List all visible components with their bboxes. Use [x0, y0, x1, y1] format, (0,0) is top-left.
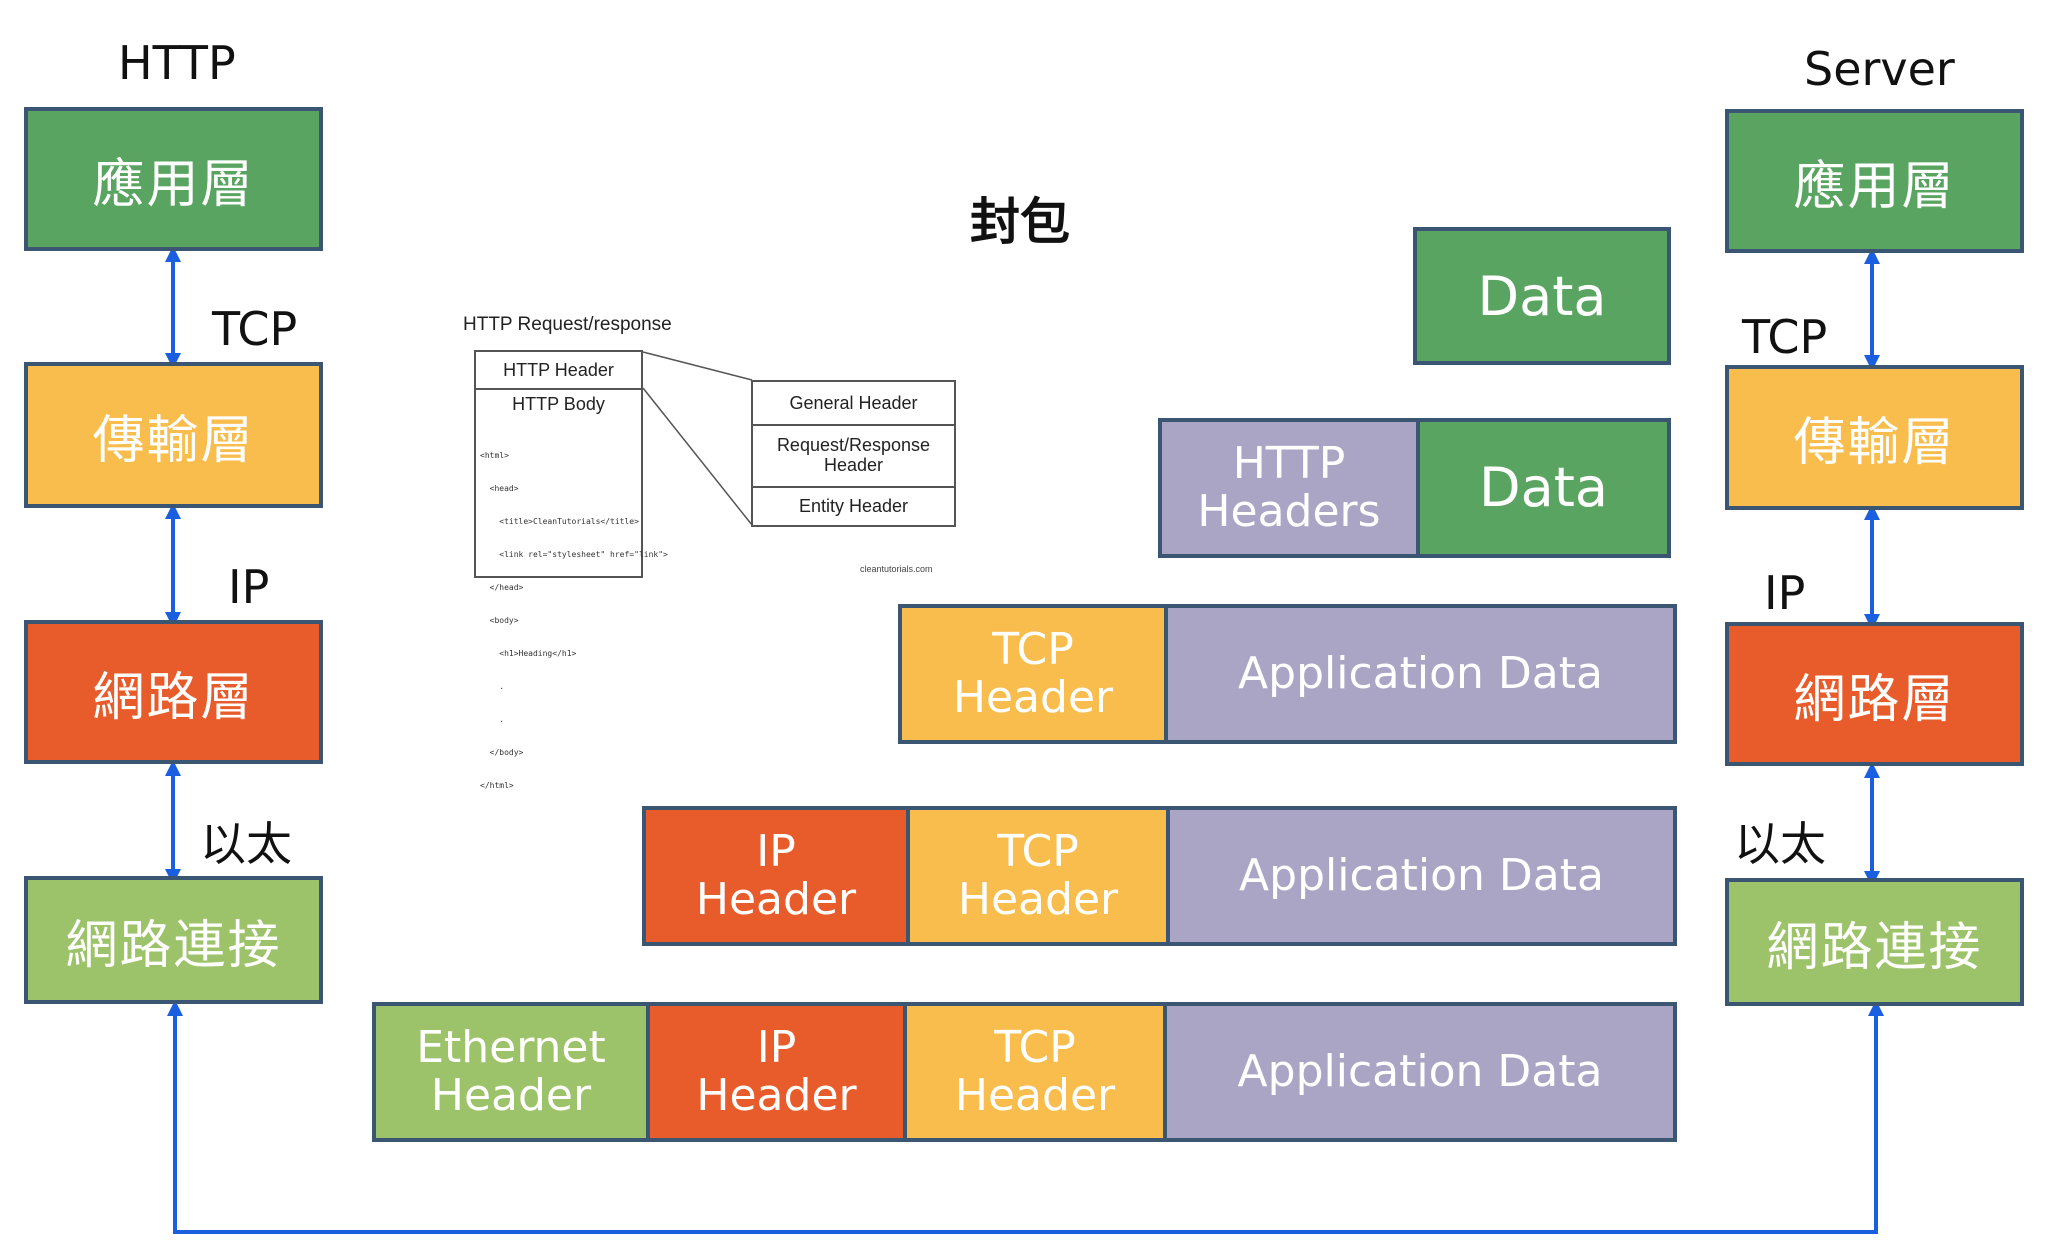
left-application-layer: 應用層: [24, 107, 323, 251]
right-link-layer: 網路連接: [1725, 878, 2024, 1006]
code-line: </head>: [480, 583, 524, 592]
http-header-cell: HTTP Header: [476, 352, 641, 390]
http-message-box: HTTP Header HTTP Body <html> <head> <tit…: [474, 350, 668, 790]
http-packet-row: HTTP Headers Data: [1158, 418, 1671, 558]
general-header-cell: General Header: [753, 382, 954, 426]
left-ethernet-label: 以太: [200, 817, 292, 871]
code-line: <link rel="stylesheet" href="link">: [480, 550, 668, 559]
tcp-header-segment: TCP Header: [906, 810, 1166, 942]
code-line: <body>: [480, 616, 519, 625]
right-stack-title: Server: [1804, 42, 1955, 96]
right-application-layer: 應用層: [1725, 109, 2024, 253]
physical-link-line: [167, 1000, 1884, 1234]
ip-header-segment: IP Header: [646, 1006, 903, 1138]
right-transport-layer: 傳輸層: [1725, 365, 2024, 510]
encapsulation-title: 封包: [970, 193, 1070, 251]
application-data-segment: Application Data: [1163, 1006, 1673, 1138]
code-line: .: [480, 715, 505, 724]
code-line: <head>: [480, 484, 519, 493]
application-data-segment: Application Data: [1166, 810, 1673, 942]
http-figure-title: HTTP Request/response: [463, 314, 672, 335]
http-headers-segment: HTTP Headers: [1162, 422, 1416, 554]
code-line: <html>: [480, 451, 509, 460]
data-block: Data: [1413, 227, 1671, 365]
code-line: </body>: [480, 748, 524, 757]
http-figure-credit: cleantutorials.com: [860, 564, 933, 574]
data-segment: Data: [1416, 422, 1667, 554]
application-data-segment: Application Data: [1164, 608, 1673, 740]
tcp-segment-row: TCP Header Application Data: [898, 604, 1677, 744]
code-line: <h1>Heading</h1>: [480, 649, 577, 658]
request-response-header-cell: Request/Response Header: [753, 426, 954, 488]
ethernet-frame-row: Ethernet Header IP Header TCP Header App…: [372, 1002, 1677, 1142]
code-line: .: [480, 682, 505, 691]
right-network-layer: 網路層: [1725, 622, 2024, 766]
left-link-layer: 網路連接: [24, 876, 323, 1004]
left-network-layer: 網路層: [24, 620, 323, 764]
left-stack-title: HTTP: [118, 36, 236, 90]
right-tcp-label: TCP: [1742, 310, 1828, 364]
right-ethernet-label: 以太: [1734, 817, 1826, 871]
right-ip-label: IP: [1764, 566, 1806, 620]
ethernet-header-segment: Ethernet Header: [376, 1006, 646, 1138]
left-tcp-label: TCP: [212, 302, 298, 356]
http-body-label: HTTP Body: [512, 394, 605, 414]
left-ip-label: IP: [228, 560, 270, 614]
html-code-sample: <html> <head> <title>CleanTutorials</tit…: [480, 428, 668, 813]
tcp-header-segment: TCP Header: [902, 608, 1164, 740]
code-line: </html>: [480, 781, 514, 790]
entity-header-cell: Entity Header: [798, 496, 909, 516]
ip-header-segment: IP Header: [646, 810, 906, 942]
code-line: <title>CleanTutorials</title>: [480, 517, 639, 526]
tcp-header-segment: TCP Header: [903, 1006, 1163, 1138]
ip-packet-row: IP Header TCP Header Application Data: [642, 806, 1677, 946]
http-header-breakdown-box: General Header Request/Response Header E…: [751, 380, 956, 527]
left-transport-layer: 傳輸層: [24, 362, 323, 508]
